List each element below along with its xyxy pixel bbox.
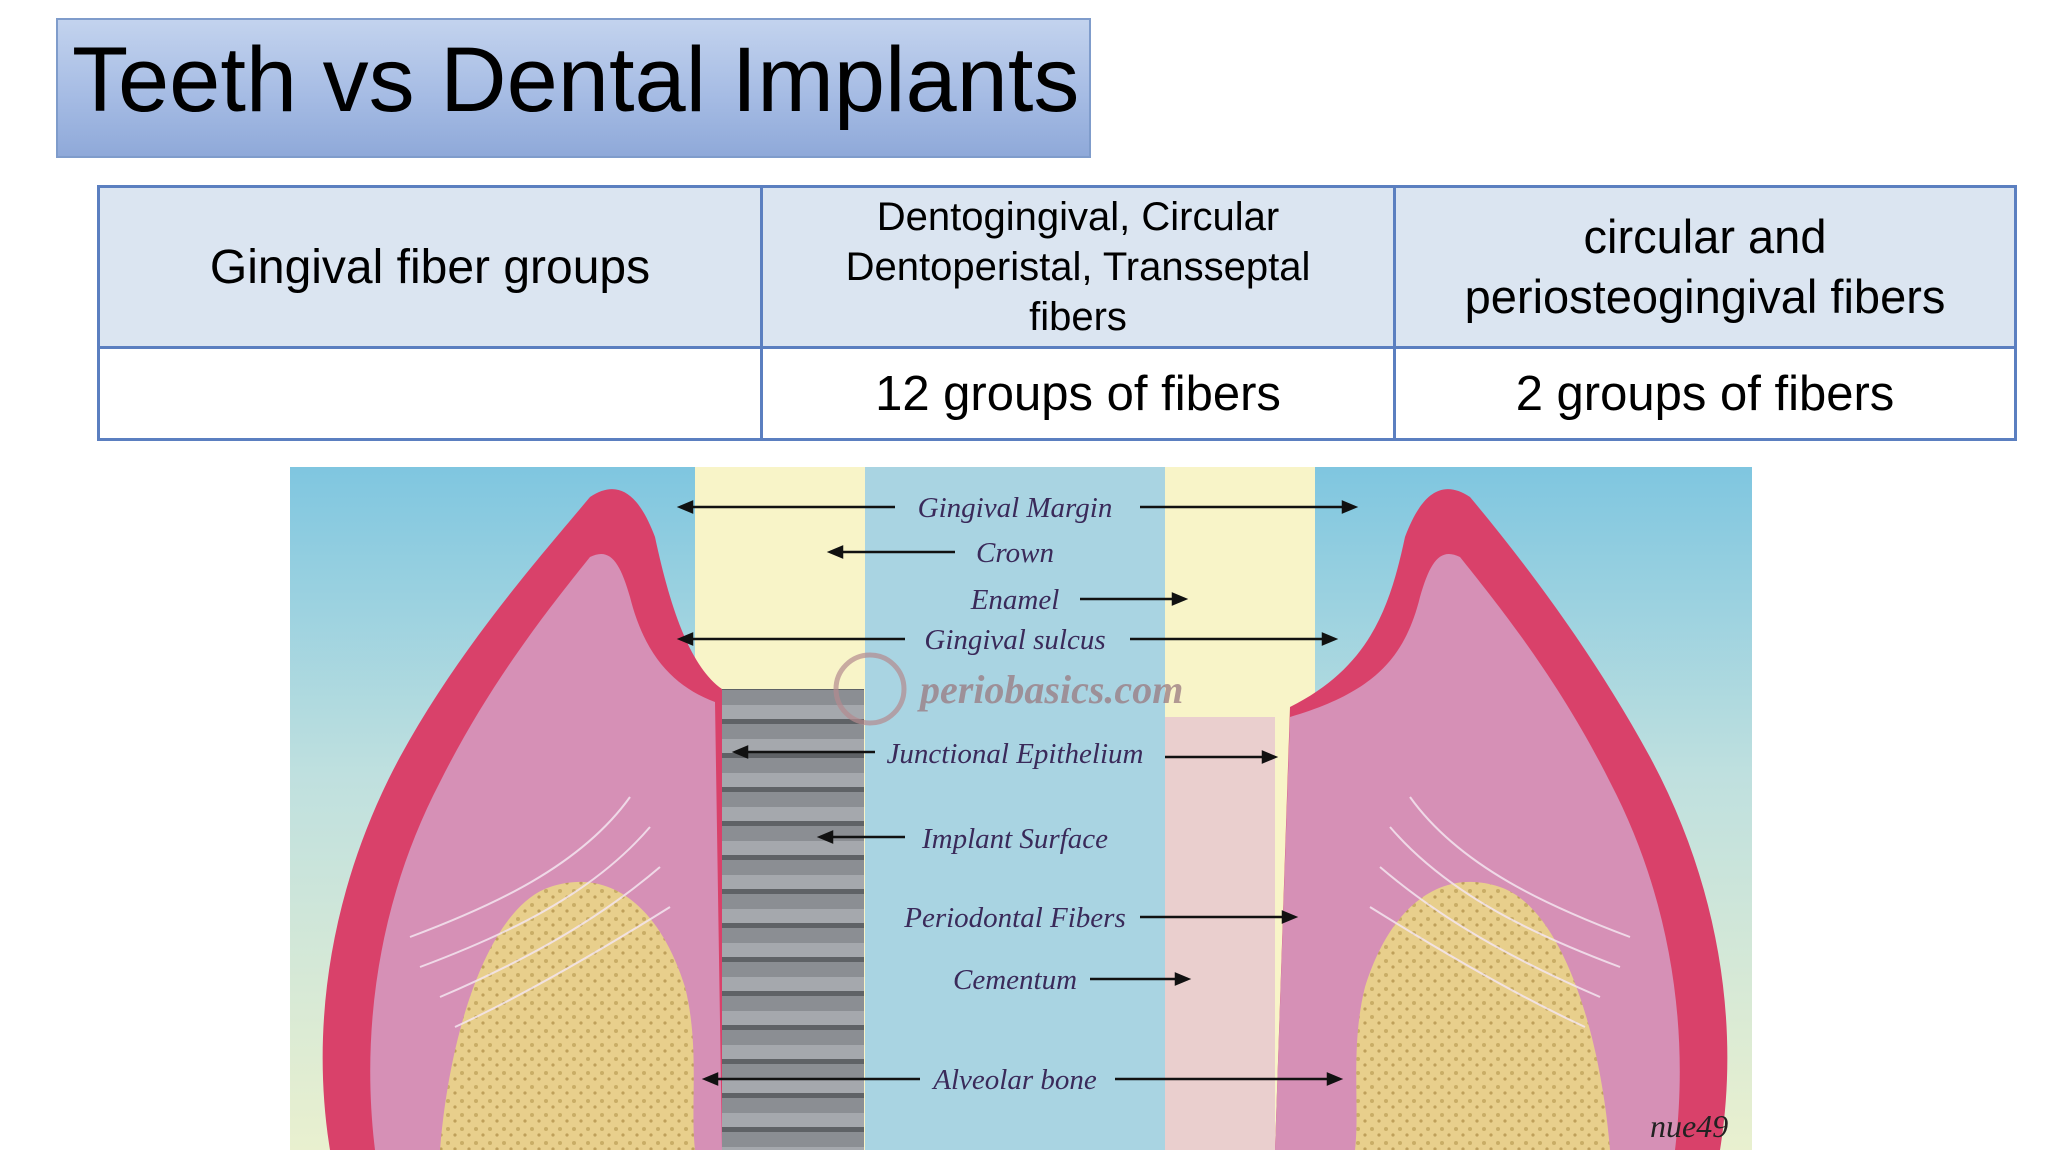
cell-gingival-fiber-groups-label: Gingival fiber groups bbox=[97, 185, 763, 349]
label-crown: Crown bbox=[976, 537, 1054, 569]
right-fibers bbox=[1369, 796, 1631, 1028]
implant-fibers-line: periosteogingival fibers bbox=[1464, 270, 1946, 323]
right-alveolar-bone bbox=[1355, 881, 1610, 1150]
cell-teeth-fiber-count: 12 groups of fibers bbox=[760, 346, 1396, 441]
artist-signature: nue49 bbox=[1650, 1108, 1728, 1144]
illustration-svg: Gingival Margin Crown Enamel Gingival su… bbox=[290, 467, 1752, 1150]
label-implant-surface: Implant Surface bbox=[921, 823, 1108, 855]
comparison-table: Gingival fiber groups Dentogingival, Cir… bbox=[97, 185, 2017, 441]
implant-fibers-line: circular and bbox=[1583, 210, 1827, 263]
watermark-text: periobasics.com bbox=[917, 667, 1183, 712]
tooth-root bbox=[1165, 717, 1275, 1150]
watermark-logo-icon bbox=[833, 652, 907, 726]
center-gap bbox=[865, 467, 1165, 1150]
slide-title: Teeth vs Dental Implants bbox=[72, 29, 1080, 131]
cell-empty bbox=[97, 346, 763, 441]
label-alveolar-bone: Alveolar bone bbox=[931, 1064, 1097, 1096]
watermark: periobasics.com bbox=[833, 652, 1183, 726]
teeth-fibers-line: Dentoperistal, Transseptal bbox=[845, 245, 1311, 289]
left-alveolar-bone bbox=[440, 881, 695, 1150]
cell-implant-fiber-count: 2 groups of fibers bbox=[1393, 346, 2017, 441]
cell-teeth-fiber-groups: Dentogingival, Circular Dentoperistal, T… bbox=[760, 185, 1396, 349]
label-gingival-sulcus: Gingival sulcus bbox=[924, 624, 1105, 656]
label-pointers bbox=[676, 500, 1359, 1086]
label-periodontal-fibers: Periodontal Fibers bbox=[903, 902, 1126, 934]
left-fibers bbox=[409, 796, 671, 1028]
teeth-fibers-line: Dentogingival, Circular bbox=[876, 195, 1280, 239]
cell-implant-fiber-groups: circular and periosteogingival fibers bbox=[1393, 185, 2017, 349]
title-box: Teeth vs Dental Implants bbox=[56, 18, 1091, 158]
label-gingival-margin: Gingival Margin bbox=[918, 492, 1113, 524]
implant-fixture bbox=[722, 689, 864, 1150]
tooth-implant-illustration: Gingival Margin Crown Enamel Gingival su… bbox=[290, 467, 1752, 1150]
label-enamel: Enamel bbox=[970, 584, 1060, 616]
table-row: 12 groups of fibers 2 groups of fibers bbox=[97, 346, 2017, 441]
label-junctional-epithelium: Junctional Epithelium bbox=[887, 738, 1144, 770]
table-row: Gingival fiber groups Dentogingival, Cir… bbox=[97, 185, 2017, 349]
teeth-fibers-line: fibers bbox=[1029, 295, 1127, 339]
label-cementum: Cementum bbox=[953, 964, 1077, 996]
